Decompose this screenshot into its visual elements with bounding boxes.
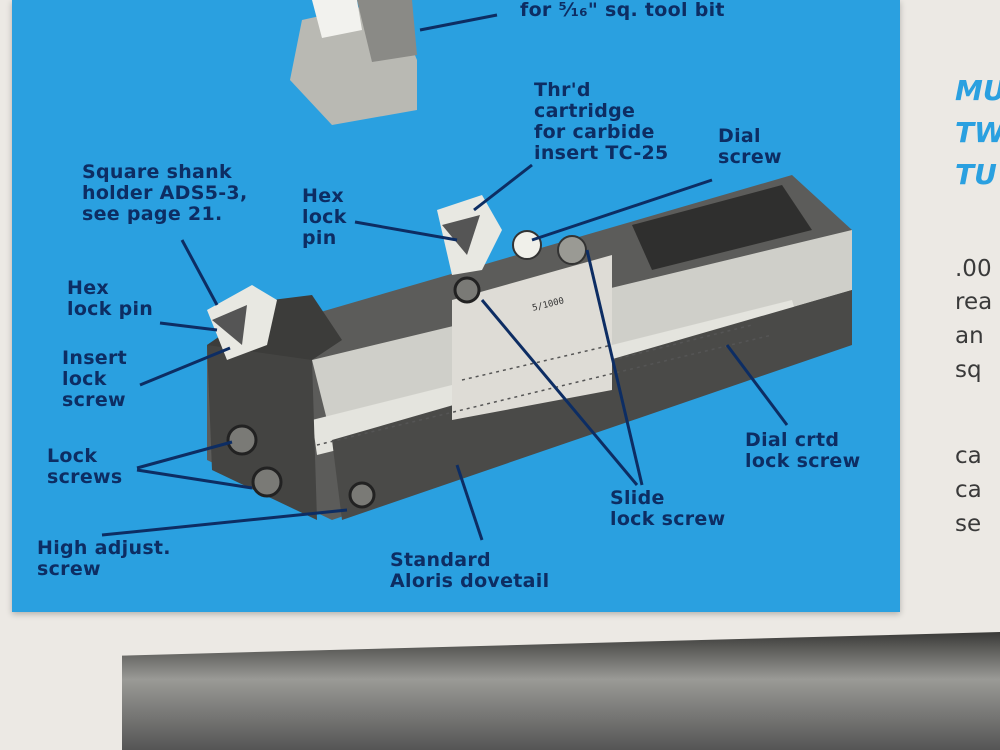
high-adjust-screw-label: High adjust. screw (37, 537, 171, 580)
holder-body (207, 175, 852, 520)
dial-crtd-lock-screw-label: Dial crtd lock screw (745, 429, 861, 472)
insert-lock-screw-label: Insert lock screw (62, 347, 128, 411)
heading-line-3: TU (955, 158, 997, 191)
lock-screws-label: Lock screws (47, 445, 123, 488)
tool-holder-illustration (101, 0, 852, 541)
dovetail-label: Standard Aloris dovetail (390, 549, 550, 592)
square-shank-label: Square shank holder ADS5-3, see page 21. (82, 161, 248, 225)
heading-line-2: TW (955, 116, 1000, 149)
diagram-panel: for ⁵⁄₁₆" sq. tool bit Thr'd cartridge f… (12, 0, 900, 612)
right-column: MU TW TU .00 rea an sq ca ca se (955, 60, 1000, 620)
hex-lock-pin-top-label: Hex lock pin (302, 185, 347, 249)
cartridge-label: Thr'd cartridge for carbide insert TC-25 (534, 79, 669, 164)
heading-line-1: MU (955, 74, 1000, 107)
lower-photo-strip (122, 632, 1000, 750)
tool-bit-holder (290, 0, 498, 125)
body-line-6: ca (955, 443, 982, 469)
tool-bit-label: for ⁵⁄₁₆" sq. tool bit (520, 0, 725, 21)
slide-lock-screw-label: Slide lock screw (610, 487, 726, 530)
hex-lock-pin-label: Hex lock pin (67, 277, 154, 320)
leader-lines (101, 163, 789, 541)
body-line-2: rea (955, 289, 993, 315)
body-line-7: ca (955, 477, 982, 503)
dial-screw-label: Dial screw (718, 125, 782, 168)
body-line-1: .00 (955, 256, 992, 282)
body-line-3: an (955, 323, 984, 349)
body-line-4: sq (955, 357, 982, 383)
body-line-8: se (955, 511, 982, 537)
